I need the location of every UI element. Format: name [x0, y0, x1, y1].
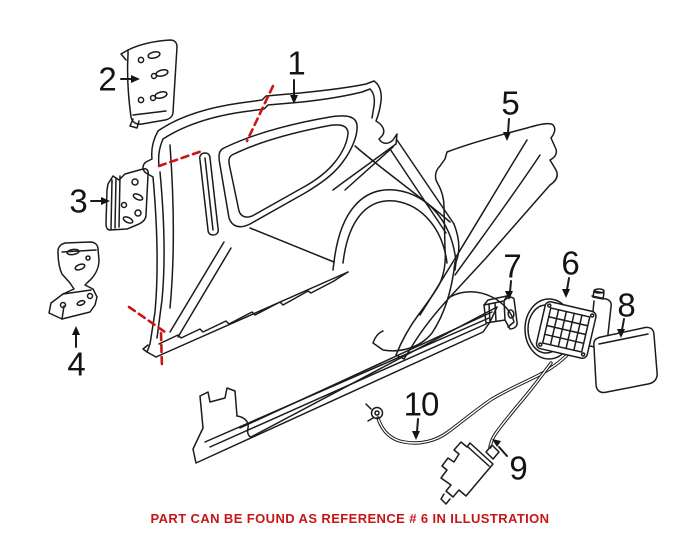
callout-label-2: 2	[98, 60, 116, 98]
callout-arrows	[72, 75, 625, 457]
fuel-door-part-8	[593, 326, 658, 394]
callout-label-8: 8	[617, 286, 635, 324]
callout-label-7: 7	[503, 247, 521, 285]
plug-part-7	[483, 295, 518, 330]
callout-label-3: 3	[69, 182, 87, 220]
quarter-panel-part-1	[142, 80, 460, 358]
callout-label-5: 5	[501, 84, 519, 122]
callout-label-4: 4	[67, 345, 85, 383]
callout-label-6: 6	[561, 244, 579, 282]
callout-10-arrow	[412, 418, 420, 440]
callout-4-arrow	[72, 326, 80, 348]
callout-6-arrow	[562, 277, 570, 298]
side-panel-part-5	[395, 122, 558, 360]
bracket-part-2	[120, 39, 178, 129]
callout-8-arrow	[617, 318, 625, 338]
callout-label-1: 1	[287, 44, 305, 82]
callout-3-arrow	[90, 197, 110, 205]
callout-7-arrow	[505, 280, 513, 300]
callout-label-10: 10	[403, 385, 440, 423]
actuator-cable-part-9	[440, 361, 553, 505]
rocker-sill	[192, 306, 498, 464]
fuel-filler-housing-part-6	[524, 288, 612, 360]
callout-2-arrow	[120, 75, 140, 83]
bracket-part-3	[105, 168, 149, 231]
callout-9-arrow	[492, 439, 508, 457]
trim-cut-dashes	[127, 84, 275, 370]
callout-1-arrow	[290, 79, 298, 104]
callout-5-arrow	[503, 118, 511, 141]
reference-caption: PART CAN BE FOUND AS REFERENCE # 6 IN IL…	[150, 511, 550, 526]
callout-label-9: 9	[509, 449, 527, 487]
bracket-part-4	[48, 241, 100, 320]
